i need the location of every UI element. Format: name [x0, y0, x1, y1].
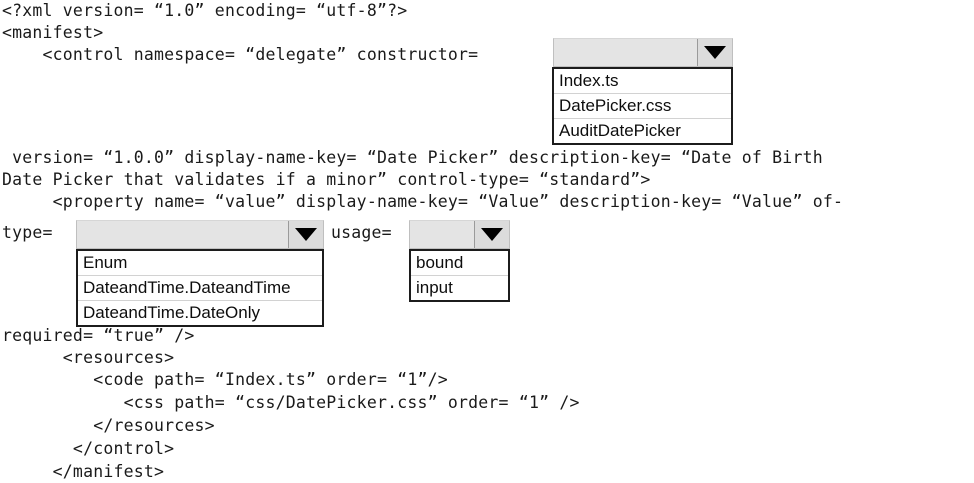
list-item[interactable]: DateandTime.DateOnly [78, 301, 322, 325]
usage-dropdown[interactable] [409, 220, 510, 249]
code-line-10: <code path= “Index.ts” order= “1”/> [2, 370, 448, 389]
of-type-dropdown-list[interactable]: Enum DateandTime.DateandTime DateandTime… [76, 249, 324, 327]
list-item[interactable]: AuditDatePicker [554, 119, 731, 143]
list-item[interactable]: input [411, 276, 508, 300]
of-type-dropdown[interactable] [76, 220, 324, 249]
of-type-dropdown-value[interactable] [77, 221, 288, 248]
code-line-7-of-type-label: type= [2, 223, 53, 242]
code-line-6: <property name= “value” display-name-key… [2, 192, 844, 211]
usage-dropdown-list[interactable]: bound input [409, 249, 510, 302]
code-line-13: </control> [2, 439, 175, 458]
list-item[interactable]: Index.ts [554, 69, 731, 94]
code-line-2: <manifest> [2, 23, 104, 42]
chevron-down-icon[interactable] [288, 221, 323, 248]
code-line-14: </manifest> [2, 462, 165, 481]
code-line-1: <?xml version= “1.0” encoding= “utf-8”?> [2, 1, 408, 20]
list-item[interactable]: Enum [78, 251, 322, 276]
usage-dropdown-value[interactable] [410, 221, 474, 248]
constructor-dropdown-value[interactable] [554, 39, 697, 66]
list-item[interactable]: DateandTime.DateandTime [78, 276, 322, 301]
code-line-8: required= “true” /> [2, 326, 195, 345]
constructor-dropdown[interactable] [553, 38, 733, 67]
code-line-3: <control namespace= “delegate” construct… [2, 45, 479, 64]
code-line-5: Date Picker that validates if a minor” c… [2, 170, 651, 189]
list-item[interactable]: DatePicker.css [554, 94, 731, 119]
chevron-down-icon[interactable] [697, 39, 732, 66]
code-line-7-usage-label: usage= [331, 223, 392, 242]
chevron-down-icon[interactable] [474, 221, 509, 248]
code-line-4: version= “1.0.0” display-name-key= “Date… [2, 148, 823, 167]
constructor-dropdown-list[interactable]: Index.ts DatePicker.css AuditDatePicker [552, 67, 733, 145]
code-line-12: </resources> [2, 416, 215, 435]
code-line-11: <css path= “css/DatePicker.css” order= “… [2, 393, 580, 412]
list-item[interactable]: bound [411, 251, 508, 276]
code-line-9: <resources> [2, 348, 175, 367]
